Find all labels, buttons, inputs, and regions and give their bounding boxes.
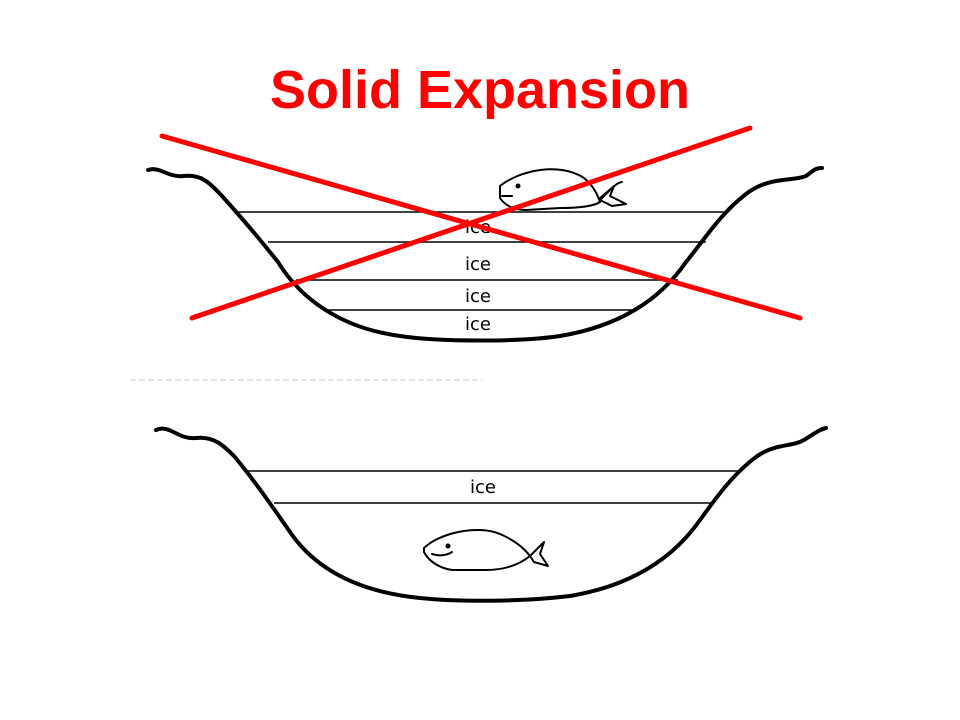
top-ice-label-4: ice bbox=[465, 314, 491, 335]
top-ice-label-3: ice bbox=[465, 286, 491, 307]
bottom-ice-label: ice bbox=[470, 477, 496, 498]
cross-line-1 bbox=[159, 133, 803, 321]
slide-title: Solid Expansion bbox=[269, 60, 691, 120]
cross-line-2 bbox=[189, 125, 753, 321]
bottom-pond-outline bbox=[154, 426, 828, 603]
bottom-pond-diagram: ice bbox=[154, 426, 828, 603]
top-ice-label-2: ice bbox=[465, 254, 491, 275]
bottom-fish-icon bbox=[423, 528, 549, 571]
top-pond-outline bbox=[146, 166, 824, 343]
crossed-out-mark bbox=[159, 125, 803, 321]
top-pond-diagram: ice ice ice ice bbox=[146, 125, 824, 343]
